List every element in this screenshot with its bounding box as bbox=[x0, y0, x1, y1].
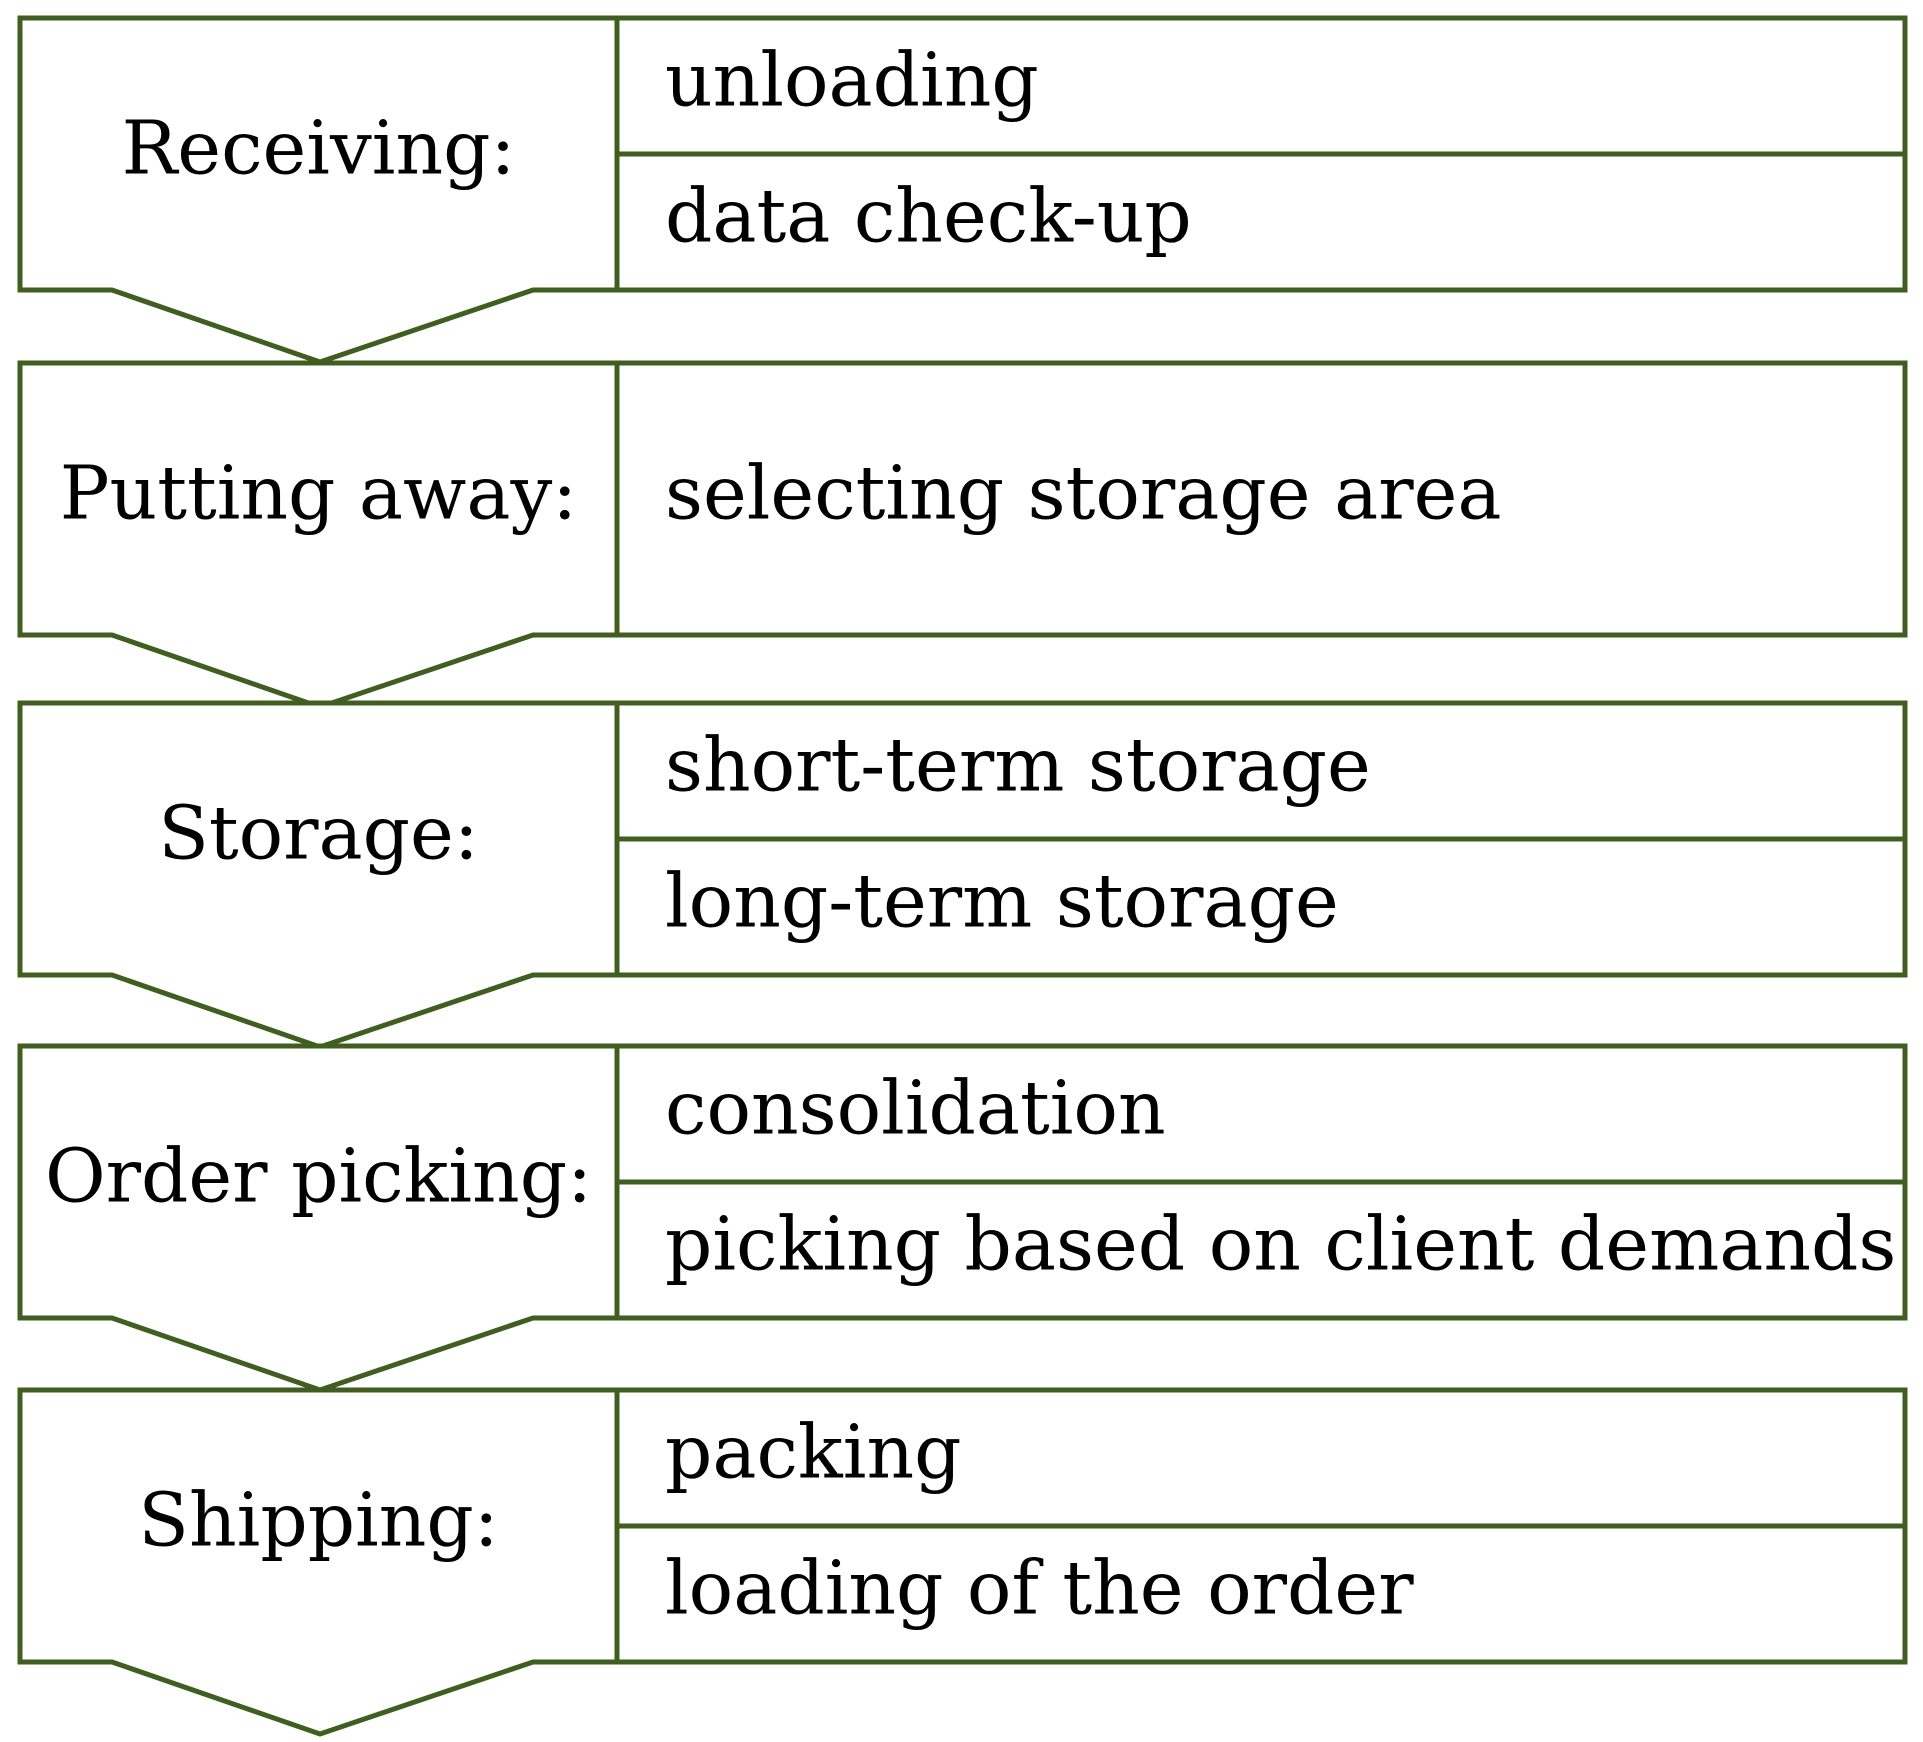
stage-group: Receiving: unloading data check-up bbox=[17, 15, 1908, 365]
stage-group: Putting away: selecting storage area bbox=[17, 360, 1908, 710]
stage-group: Shipping: packing loading of the order bbox=[17, 1387, 1908, 1737]
stage-label: Receiving: bbox=[122, 105, 516, 191]
stage-detail-item: picking based on client demands bbox=[665, 1201, 1896, 1287]
stage-detail-item: loading of the order bbox=[665, 1545, 1414, 1631]
stage-detail-item: data check-up bbox=[665, 173, 1192, 259]
stage-detail-item: short-term storage bbox=[665, 722, 1371, 808]
stage-detail-item: unloading bbox=[665, 37, 1039, 123]
stage-group: Storage: short-term storage long-term stor… bbox=[17, 700, 1908, 1050]
stage-group: Order picking: consolidation picking based… bbox=[17, 1043, 1908, 1393]
stage-detail-item: long-term storage bbox=[665, 858, 1339, 944]
stage-detail-item: consolidation bbox=[665, 1065, 1166, 1151]
stage-detail-box bbox=[614, 360, 1908, 638]
stage-label: Storage: bbox=[158, 790, 479, 876]
stage-label: Order picking: bbox=[45, 1133, 592, 1219]
stage-label: Shipping: bbox=[138, 1477, 498, 1563]
stage-label: Putting away: bbox=[60, 450, 577, 536]
stage-detail-item: selecting storage area bbox=[665, 450, 1501, 536]
stage-detail-item: packing bbox=[665, 1409, 961, 1495]
